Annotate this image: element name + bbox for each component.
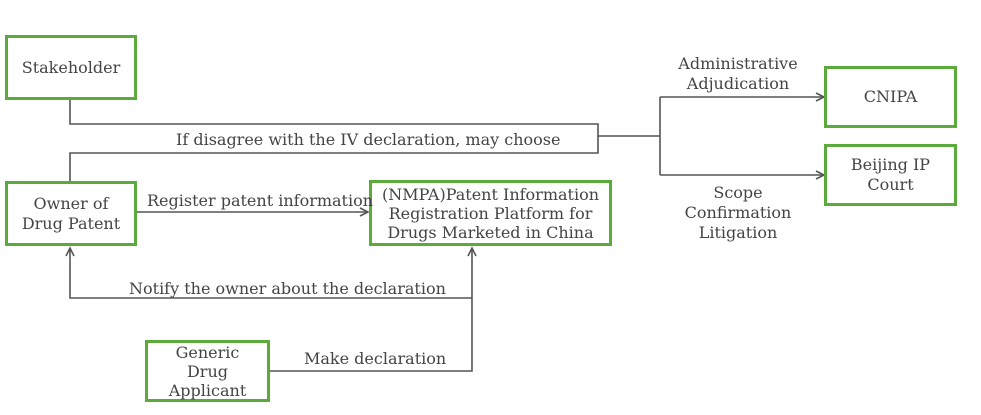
arrow-notify	[65, 246, 472, 299]
label-administrative-adjudication: Administrative Adjudication	[678, 54, 798, 93]
node-cnipa: CNIPA	[824, 66, 957, 128]
line-owner-branch	[69, 136, 599, 182]
node-stakeholder: Stakeholder	[5, 35, 137, 100]
label-if-disagree: If disagree with the IV declaration, may…	[176, 130, 561, 149]
node-generic-drug-applicant: Generic Drug Applicant	[145, 340, 270, 402]
node-beijing-ip-court: Beijing IP Court	[824, 144, 957, 206]
label-notify-owner: Notify the owner about the declaration	[129, 279, 446, 298]
label-make-declaration: Make declaration	[304, 349, 447, 368]
line-stakeholder-branch	[69, 99, 660, 137]
label-scope-confirmation-litigation: Scope Confirmation Litigation	[684, 183, 792, 242]
label-register-patent-information: Register patent information	[147, 191, 374, 210]
node-owner-of-drug-patent: Owner of Drug Patent	[5, 181, 137, 246]
arrow-declare	[270, 246, 477, 372]
node-nmpa-platform: (NMPA)Patent Information Registration Pl…	[369, 180, 612, 246]
